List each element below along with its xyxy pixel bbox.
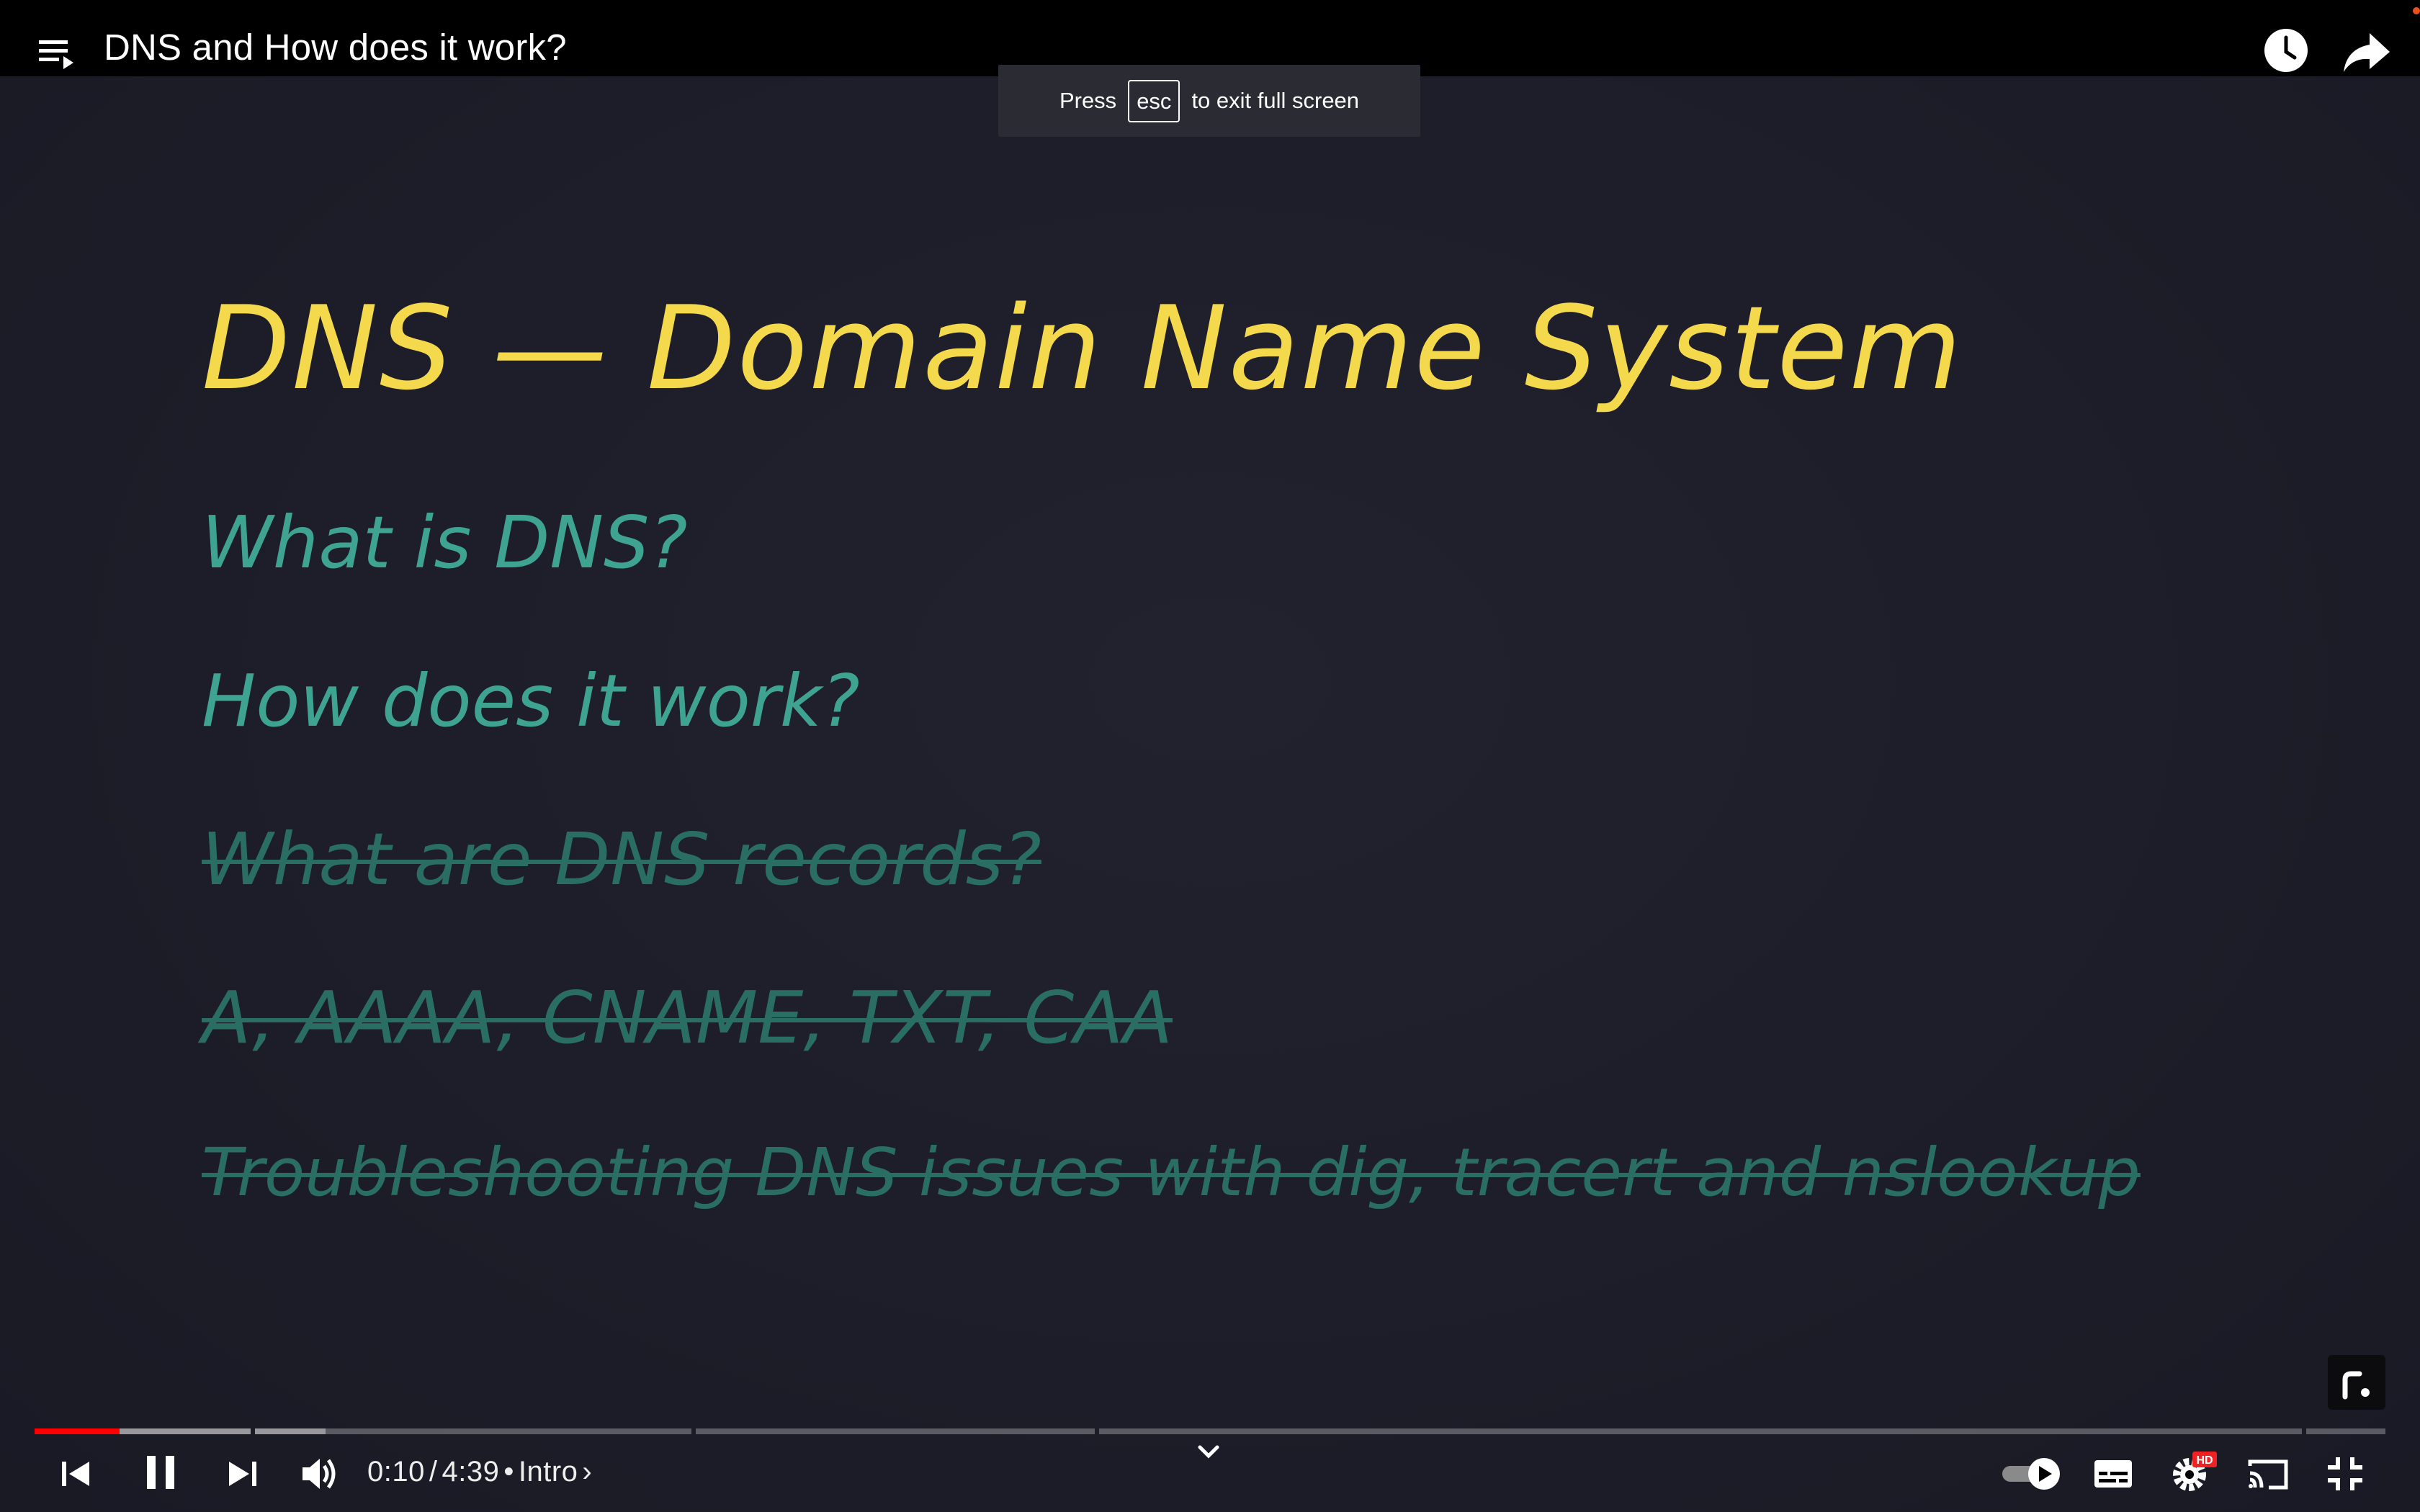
playlist-icon (39, 40, 73, 69)
playlist-button[interactable] (36, 32, 81, 76)
settings-button[interactable]: HD (2168, 1450, 2218, 1497)
slide-title: DNS — Domain Name System (202, 281, 1963, 415)
chapter-segment[interactable] (255, 1428, 326, 1434)
duration: 4:39 (442, 1456, 500, 1488)
mute-button[interactable] (300, 1454, 340, 1497)
time-separator: / (429, 1456, 438, 1488)
time-display: 0:10/4:39•Intro› (367, 1456, 596, 1488)
hd-badge: HD (2196, 1454, 2213, 1467)
player-controls: HD (0, 1434, 2420, 1512)
fullscreen-toast: Press esc to exit full screen (998, 65, 1420, 137)
clock-icon (2264, 29, 2308, 72)
autoplay-toggle-icon (2002, 1458, 2060, 1490)
share-arrow-icon (2344, 33, 2390, 72)
next-icon (229, 1462, 256, 1486)
chapter-bullet: • (503, 1456, 514, 1488)
chapter-segment[interactable] (1099, 1428, 2302, 1434)
top-bar: DNS and How does it work? (0, 0, 2420, 76)
toast-suffix: to exit full screen (1191, 88, 1360, 113)
next-button[interactable] (225, 1456, 261, 1495)
cast-button[interactable] (2246, 1456, 2290, 1495)
cast-icon (2248, 1459, 2288, 1490)
previous-button[interactable] (58, 1456, 94, 1495)
more-panel-button[interactable] (1193, 1441, 1224, 1467)
chapter-title[interactable]: Intro (518, 1456, 578, 1488)
progress-played (35, 1428, 120, 1434)
current-time: 0:10 (367, 1456, 425, 1488)
slide-line-struck: Troubleshooting DNS issues with dig, tra… (202, 1134, 2141, 1211)
pause-button[interactable] (141, 1452, 182, 1498)
channel-watermark[interactable] (2328, 1355, 2385, 1410)
share-button[interactable] (2341, 27, 2393, 76)
video-title[interactable]: DNS and How does it work? (104, 27, 567, 68)
slide-line-struck: A, AAAA, CNAME, TXT, CAA (202, 976, 1173, 1060)
chapter-segment[interactable] (2306, 1428, 2385, 1434)
esc-key-badge: esc (1128, 79, 1180, 122)
subtitles-button[interactable] (2092, 1456, 2135, 1495)
chapter-segment[interactable] (696, 1428, 1095, 1434)
chapter-segment[interactable] (326, 1428, 691, 1434)
slide-line: How does it work? (202, 659, 860, 743)
exit-fullscreen-button[interactable] (2325, 1454, 2365, 1497)
previous-icon (62, 1462, 89, 1486)
progress-bar[interactable] (35, 1428, 2385, 1434)
chapter-segment[interactable] (35, 1428, 251, 1434)
recording-indicator (2413, 7, 2420, 14)
slide-line: What is DNS? (202, 500, 688, 585)
subtitles-icon (2094, 1460, 2132, 1488)
autoplay-toggle[interactable] (1999, 1454, 2066, 1497)
volume-icon (302, 1459, 336, 1489)
chapter-arrow[interactable]: › (582, 1456, 593, 1488)
watch-later-button[interactable] (2262, 26, 2311, 75)
slide-line-struck: What are DNS records? (202, 817, 1041, 901)
chevron-down-icon (1198, 1445, 1219, 1459)
toast-prefix: Press (1059, 88, 1117, 113)
channel-logo-icon (2342, 1371, 2370, 1400)
pause-icon (147, 1456, 174, 1489)
settings-gear-icon: HD (2173, 1452, 2217, 1491)
exit-fullscreen-icon (2328, 1457, 2362, 1490)
